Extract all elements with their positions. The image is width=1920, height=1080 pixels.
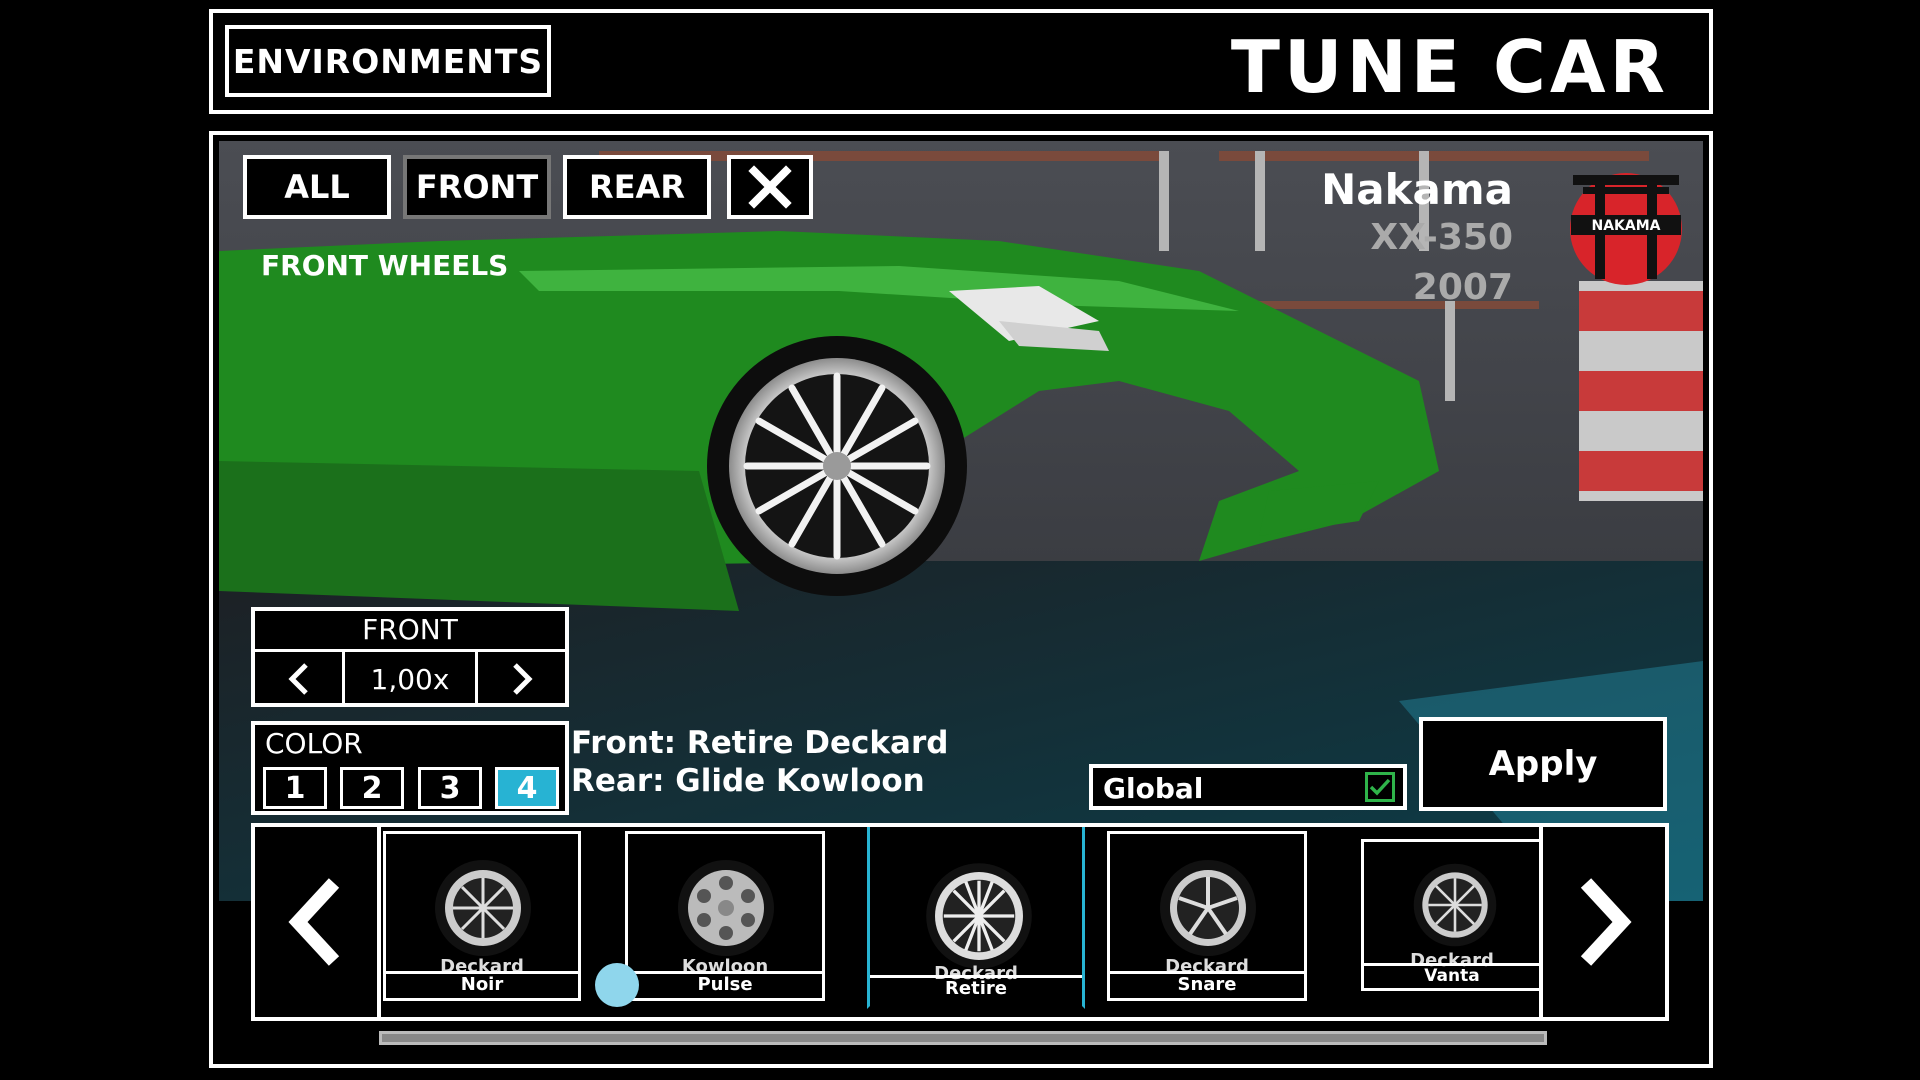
chevron-right-icon (512, 663, 533, 695)
tab-all[interactable]: ALL (243, 155, 391, 219)
svg-text:NAKAMA: NAKAMA (1591, 218, 1660, 234)
car-body-lower (219, 461, 739, 611)
car-make: Nakama (1321, 165, 1513, 214)
wheel-thumbnail-icon (926, 863, 1032, 969)
global-toggle[interactable]: Global (1089, 764, 1407, 810)
wheel-name: Noir (386, 971, 578, 998)
wheel-thumbnail-icon (678, 860, 774, 956)
front-wheel-rim (729, 358, 945, 574)
top-bar: ENVIRONMENTS TUNE CAR (209, 9, 1713, 114)
apply-button[interactable]: Apply (1419, 717, 1667, 811)
close-button[interactable] (727, 155, 813, 219)
shelf (599, 151, 1159, 161)
checkmark-icon (1369, 778, 1391, 796)
car-model: XX-350 (1370, 217, 1513, 258)
carousel-scrollbar[interactable] (379, 1031, 1547, 1045)
wheel-thumbnail-icon (1160, 860, 1256, 956)
wheel-option[interactable]: Deckard Noir (383, 831, 581, 1001)
section-title: FRONT WHEELS (261, 249, 509, 282)
shelf-post (1445, 301, 1455, 401)
shelf (1219, 151, 1649, 161)
car-year: 2007 (1412, 267, 1513, 308)
chevron-right-icon (1580, 878, 1632, 966)
color-selector: COLOR 1 2 3 4 (251, 721, 569, 815)
wheel-offset-control: FRONT 1,00x (251, 607, 569, 707)
color-option-2[interactable]: 2 (340, 767, 404, 809)
shelf (1239, 301, 1539, 309)
offset-decrease-button[interactable] (255, 652, 345, 706)
wheel-option[interactable]: Deckard Snare (1107, 831, 1307, 1001)
wheel-name: Pulse (628, 971, 822, 998)
wheel-option[interactable]: Deckard Vanta (1361, 839, 1543, 991)
close-icon (748, 165, 792, 209)
color-option-3[interactable]: 3 (418, 767, 482, 809)
wheel-name: Snare (1110, 971, 1304, 998)
environments-button[interactable]: ENVIRONMENTS (225, 25, 551, 97)
chevron-left-icon (287, 663, 308, 695)
wheel-carousel: Deckard Noir Kowloon Pulse Deckard Retir… (251, 823, 1669, 1021)
front-wheel-selection: Front: Retire Deckard (571, 725, 949, 761)
color-label: COLOR (265, 727, 363, 760)
wheel-name: Retire (870, 975, 1082, 1006)
shelf-post (1419, 151, 1429, 251)
color-option-4[interactable]: 4 (495, 767, 559, 809)
shelf-post (1255, 151, 1265, 251)
carousel-next-button[interactable] (1539, 827, 1665, 1017)
headlight-lower (999, 321, 1109, 351)
tire-barrier (1579, 281, 1703, 501)
wheel-thumbnail-icon (435, 860, 531, 956)
brand-logo: NAKAMA (1570, 173, 1682, 285)
chevron-left-icon (288, 878, 340, 966)
wheel-option[interactable]: Kowloon Pulse (625, 831, 825, 1001)
wheel-option-selected[interactable]: Deckard Retire (867, 827, 1085, 1009)
tab-rear[interactable]: REAR (563, 155, 711, 219)
color-option-1[interactable]: 1 (263, 767, 327, 809)
wheel-brand: Deckard (934, 963, 1018, 984)
shelf-post (1159, 151, 1169, 251)
offset-value: 1,00x (370, 662, 450, 696)
carousel-prev-button[interactable] (255, 827, 381, 1017)
rear-wheel-selection: Rear: Glide Kowloon (571, 763, 925, 799)
offset-label: FRONT (362, 613, 458, 646)
tab-front[interactable]: FRONT (403, 155, 551, 219)
main-panel: ALL FRONT REAR FRONT WHEELS Nakama XX-35… (209, 131, 1713, 1068)
global-checkbox[interactable] (1365, 772, 1395, 802)
wheel-name: Vanta (1364, 963, 1540, 988)
offset-increase-button[interactable] (475, 652, 565, 706)
front-lip (1259, 481, 1379, 536)
steam-icon (595, 963, 639, 1007)
global-label: Global (1103, 772, 1204, 805)
wheel-thumbnail-icon (1413, 863, 1497, 947)
page-title: TUNE CAR (1230, 25, 1669, 109)
